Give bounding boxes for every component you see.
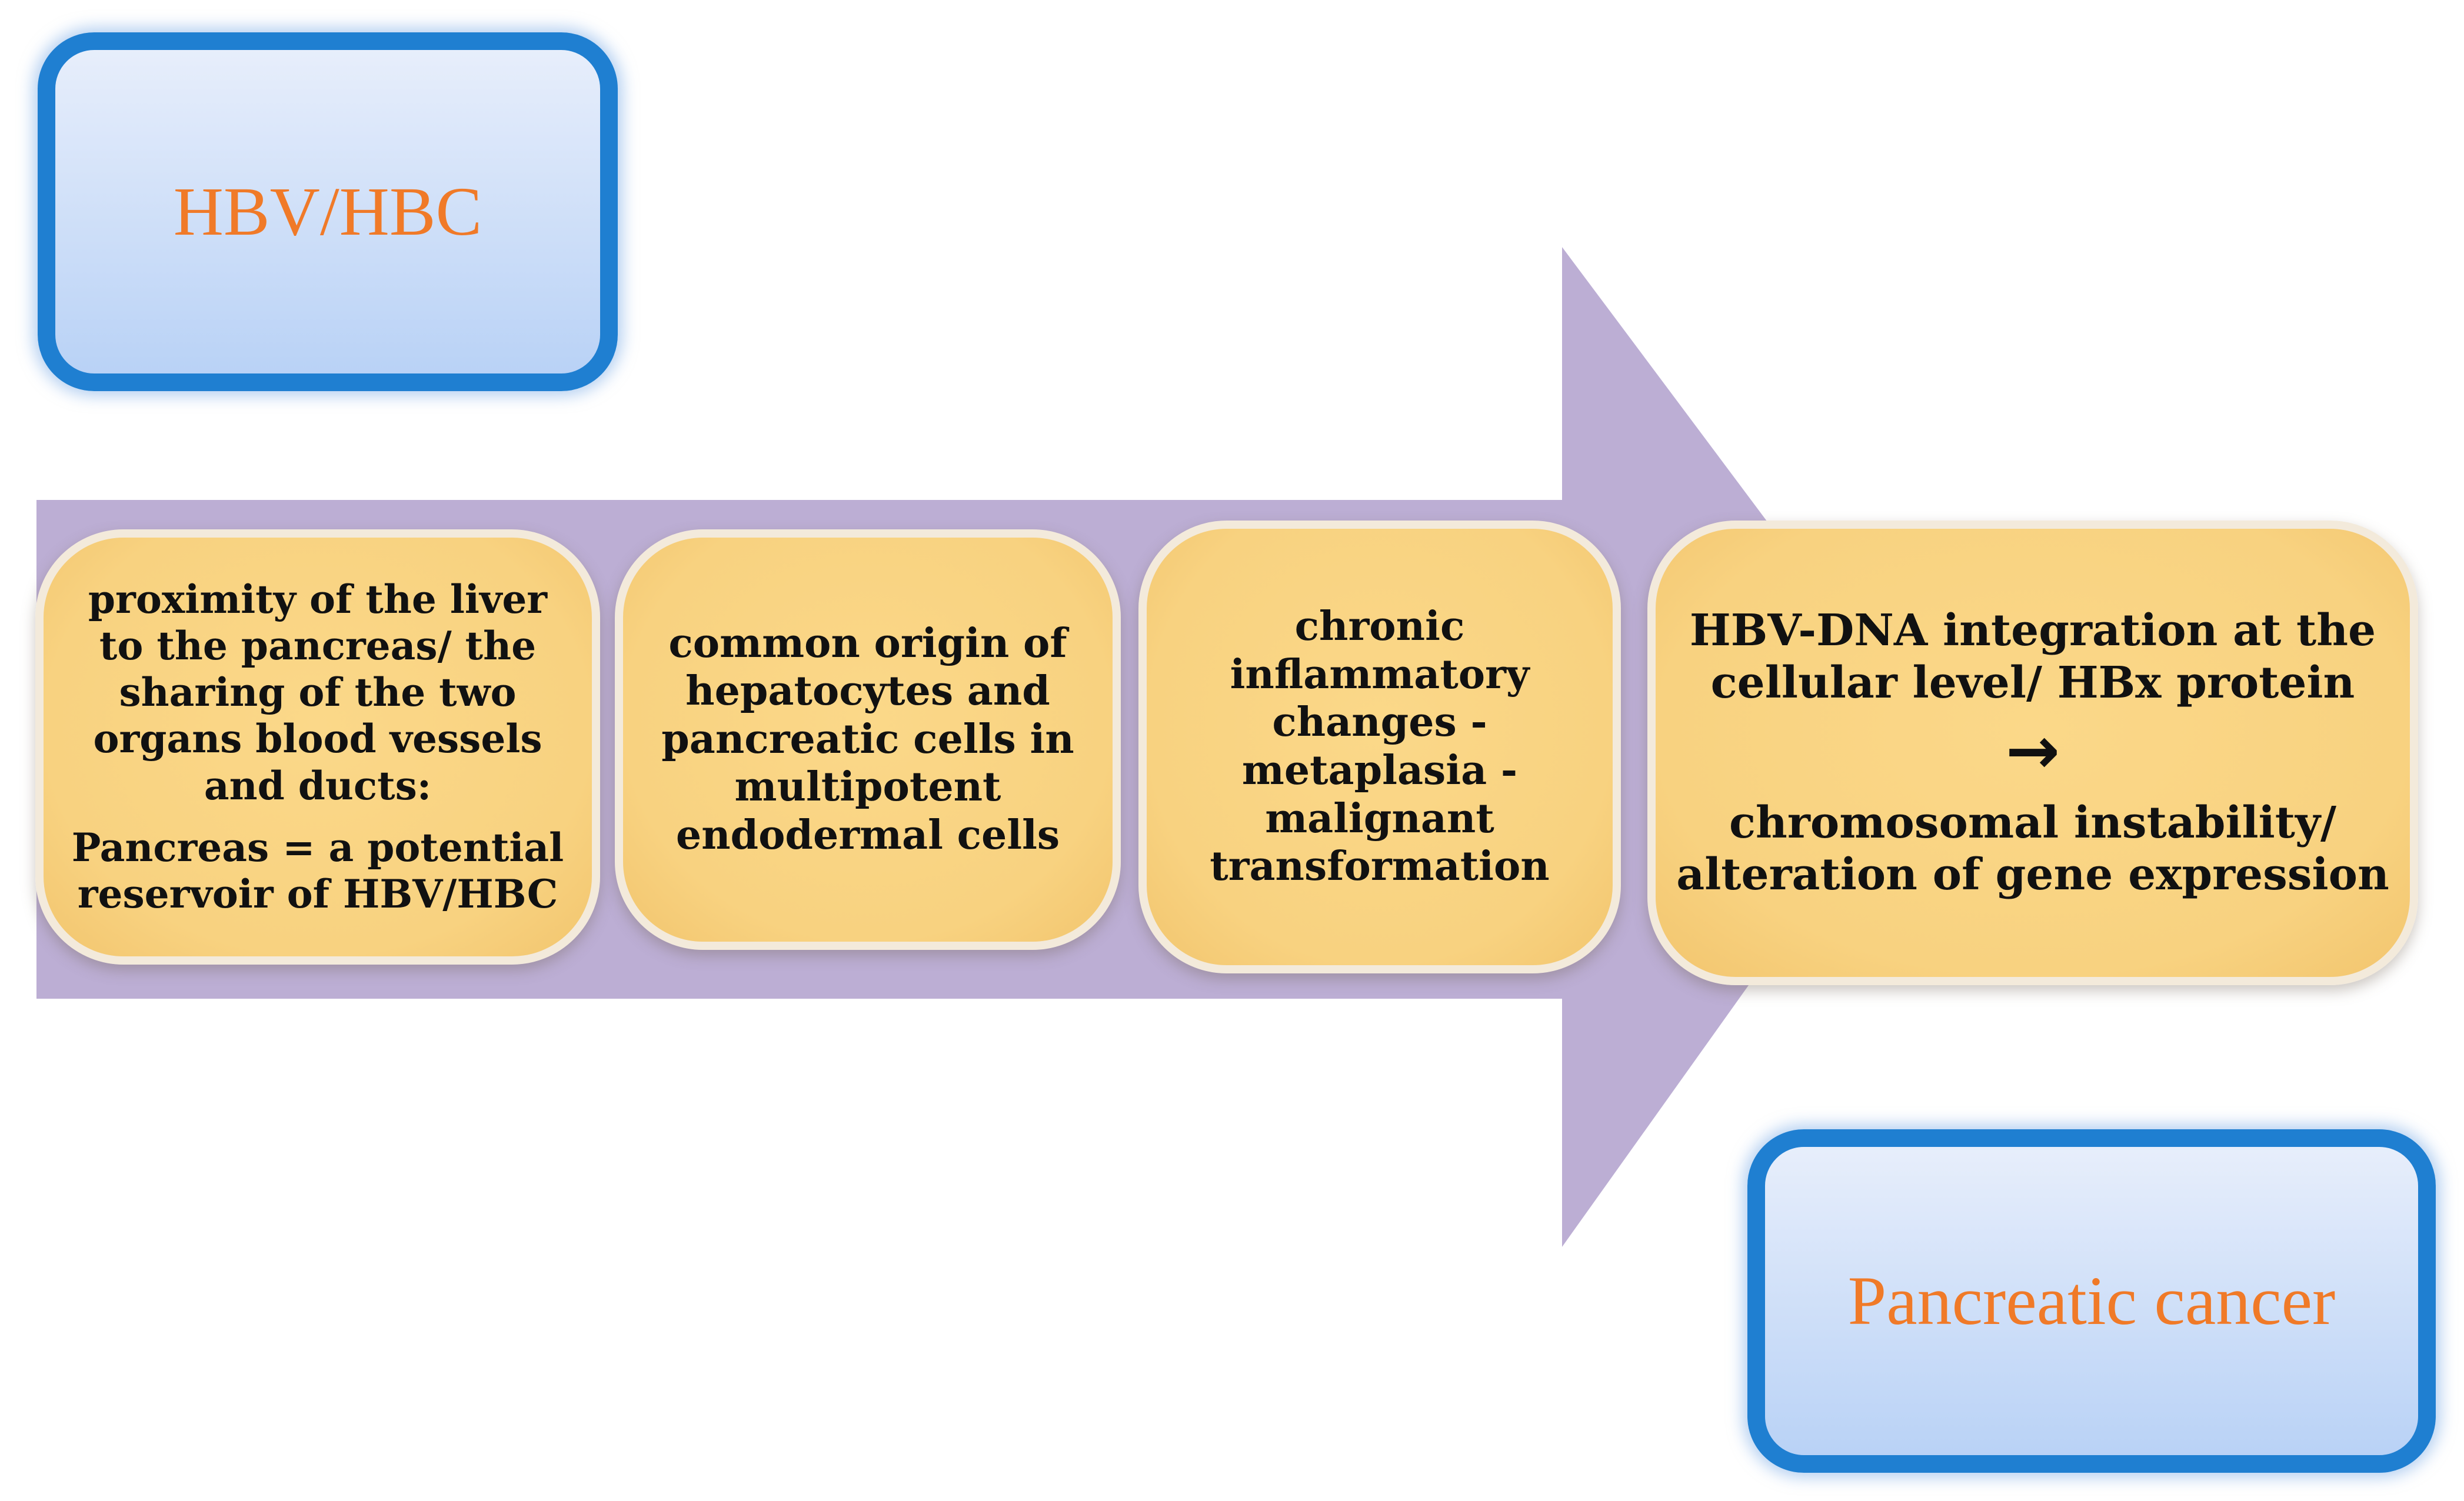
step-text-line: HBV-DNA integration at the xyxy=(1689,605,2376,656)
step-text-line: Pancreas = a potential xyxy=(71,824,564,870)
step-text-line: sharing of the two xyxy=(119,669,517,716)
step-text-line: and ducts: xyxy=(204,762,432,809)
step-text-line: chromosomal instability/ xyxy=(1729,797,2336,848)
step-text-line: inflammatory xyxy=(1230,651,1530,698)
outcome-box: Pancreatic cancer xyxy=(1747,1129,2436,1473)
source-box: HBV/HBC xyxy=(38,32,618,391)
step-text-line: pancreatic cells in xyxy=(661,715,1074,763)
step-text-line: chronic xyxy=(1294,603,1465,651)
step-text-line: endodermal cells xyxy=(675,811,1060,859)
step-text-line: reservoir of HBV/HBC xyxy=(77,870,558,917)
step-text-line: to the pancreas/ the xyxy=(99,623,537,669)
step-text-line: multipotent xyxy=(734,763,1001,811)
right-arrow-icon: → xyxy=(2005,712,2060,788)
step-text-line: transformation xyxy=(1210,843,1550,890)
step-box-organ-proximity: proximity of the liver to the pancreas/ … xyxy=(35,529,600,965)
outcome-label: Pancreatic cancer xyxy=(1847,1262,2336,1340)
step-box-hbv-dna-integration: HBV-DNA integration at the cellular leve… xyxy=(1647,521,2418,985)
step-text-line: organs blood vessels xyxy=(93,716,542,762)
step-text-line: common origin of xyxy=(668,619,1067,667)
step-box-common-origin: common origin of hepatocytes and pancrea… xyxy=(615,529,1121,950)
step-box-chronic-inflammation: chronic inflammatory changes - metaplasi… xyxy=(1138,521,1621,973)
step-text-line: metaplasia - xyxy=(1241,747,1518,794)
step-text-line: malignant xyxy=(1265,795,1494,842)
step-text-line: cellular level/ HBx protein xyxy=(1710,657,2355,708)
step-text-line: changes - xyxy=(1272,699,1487,746)
step-text-line: hepatocytes and xyxy=(685,668,1050,715)
step-text-line: alteration of gene expression xyxy=(1676,849,2389,900)
source-label: HBV/HBC xyxy=(173,173,482,251)
step-text-line: proximity of the liver xyxy=(88,576,548,622)
